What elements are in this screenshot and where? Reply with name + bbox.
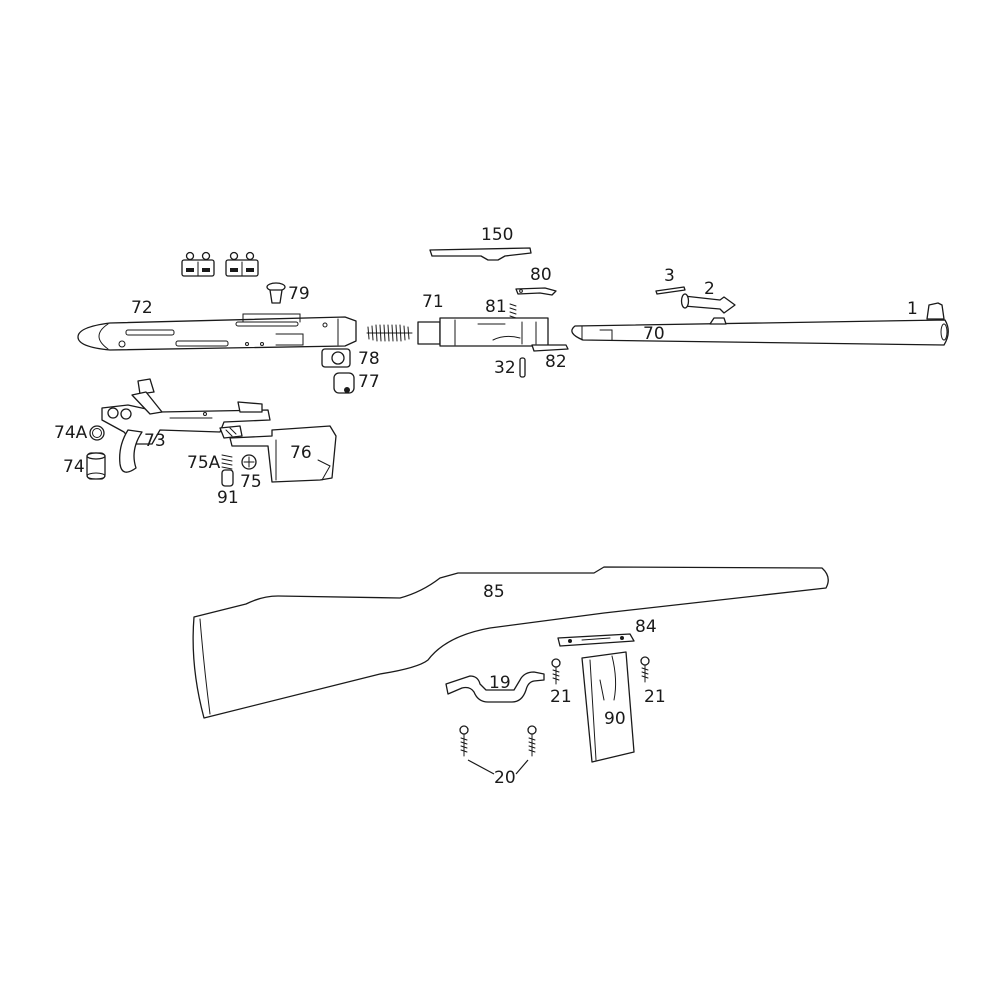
part-91-pin	[221, 469, 234, 487]
part-21-screw-right	[640, 656, 650, 683]
label-81: 81	[485, 297, 507, 317]
part-82-plate	[531, 344, 569, 352]
label-32: 32	[494, 358, 516, 378]
label-74a: 74A	[54, 423, 88, 443]
label-91: 91	[217, 488, 239, 508]
part-72-receiver	[77, 313, 357, 351]
part-83-plate	[557, 633, 635, 647]
part-20-screw-left	[459, 725, 469, 757]
part-150-mount-set	[181, 251, 259, 277]
part-80-lever	[515, 287, 557, 296]
label-84: 85	[483, 582, 505, 602]
label-82: 82	[545, 352, 567, 372]
part-74a-ring	[89, 425, 105, 441]
part-20-leader	[467, 759, 529, 775]
part-78-nut	[321, 348, 351, 368]
part-74-sleeve	[86, 452, 106, 480]
part-76-housing	[229, 425, 337, 483]
label-73: 73	[144, 431, 166, 451]
label-79: 79	[288, 284, 310, 304]
label-21-left: 21	[550, 687, 572, 707]
part-85-magazine	[581, 651, 635, 763]
part-2-rear-sight	[680, 293, 736, 314]
part-19-trigger-guard	[445, 671, 545, 703]
part-32-pin	[519, 357, 526, 378]
part-90-plate	[429, 247, 532, 261]
label-2: 2	[704, 279, 715, 299]
label-21-right: 21	[644, 687, 666, 707]
part-81-spring	[509, 303, 517, 319]
label-70: 70	[643, 324, 665, 344]
label-72: 72	[131, 298, 153, 318]
label-80: 80	[530, 265, 552, 285]
label-76: 76	[290, 443, 312, 463]
label-75: 75	[240, 472, 262, 492]
part-75a-spring	[221, 454, 233, 470]
part-3-pin	[655, 286, 686, 295]
label-85: 90	[604, 709, 626, 729]
part-84-stock	[192, 566, 829, 719]
part-21-screw-left	[551, 658, 561, 685]
part-75-screw	[241, 454, 257, 470]
label-77: 77	[358, 372, 380, 392]
part-1-front-sight	[926, 302, 945, 320]
label-19: 19	[489, 673, 511, 693]
label-83: 84	[635, 617, 657, 637]
label-20: 20	[494, 768, 516, 788]
part-77-bushing	[333, 372, 355, 394]
label-75a: 75A	[187, 453, 221, 473]
label-71: 71	[422, 292, 444, 312]
part-71-bolt	[417, 317, 549, 347]
label-3: 3	[664, 266, 675, 286]
bolt-spring	[366, 324, 413, 342]
label-78: 78	[358, 349, 380, 369]
part-73-trigger-group	[101, 378, 271, 473]
label-90: 150	[481, 225, 513, 245]
part-20-screw-right	[527, 725, 537, 757]
label-1: 1	[907, 299, 918, 319]
part-70-barrel	[571, 317, 949, 346]
part-79-knob	[266, 282, 286, 304]
label-74: 74	[63, 457, 85, 477]
